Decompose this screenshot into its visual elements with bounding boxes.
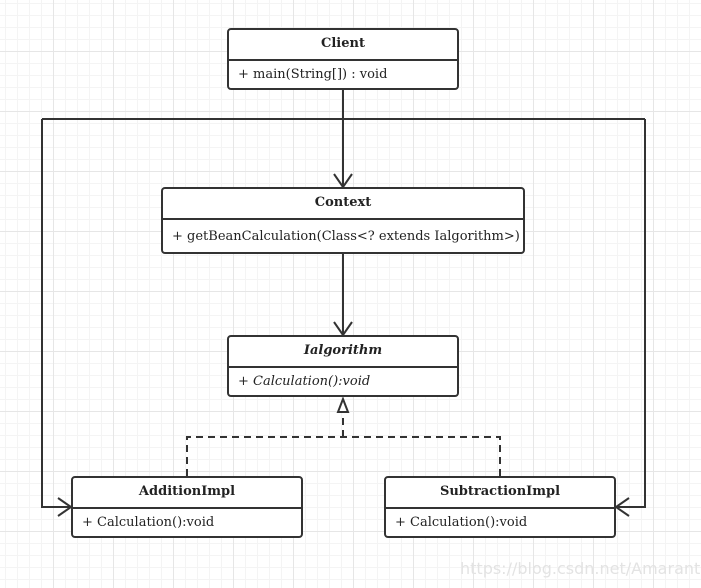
realization-lines xyxy=(186,412,501,476)
class-subtraction-impl-name: SubtractionImpl xyxy=(386,478,614,509)
class-ialgorithm-method-visibility: + xyxy=(238,374,254,389)
class-ialgorithm-method: Calculation():void xyxy=(253,374,371,389)
class-addition-impl[interactable]: AdditionImpl + Calculation():void xyxy=(71,476,303,538)
watermark: https://blog.csdn.net/Amaranth__ xyxy=(460,559,701,578)
class-context-method: + getBeanCalculation(Class<? extends Ial… xyxy=(172,229,525,244)
class-ialgorithm-name: Ialgorithm xyxy=(229,337,457,368)
class-client-method: + main(String[]) : void xyxy=(238,67,388,82)
class-client[interactable]: Client + main(String[]) : void xyxy=(227,28,459,90)
class-subtraction-impl-method: + Calculation():void xyxy=(395,515,528,530)
class-ialgorithm[interactable]: Ialgorithm + Calculation():void xyxy=(227,335,459,397)
realization-arrowhead xyxy=(336,396,350,413)
context-ialgorithm-dependency xyxy=(333,253,353,337)
class-subtraction-impl[interactable]: SubtractionImpl + Calculation():void xyxy=(384,476,616,538)
class-ialgorithm-method-row: + Calculation():void xyxy=(229,368,457,395)
client-impl-dependency-lines xyxy=(41,118,646,508)
class-context[interactable]: Context + getBeanCalculation(Class<? ext… xyxy=(161,187,525,254)
class-addition-impl-name: AdditionImpl xyxy=(73,478,301,509)
class-addition-impl-method: + Calculation():void xyxy=(82,515,215,530)
subtraction-dependency-arrow xyxy=(614,497,630,517)
class-client-name: Client xyxy=(229,30,457,61)
client-context-dependency xyxy=(333,89,353,189)
class-context-name: Context xyxy=(163,189,523,220)
